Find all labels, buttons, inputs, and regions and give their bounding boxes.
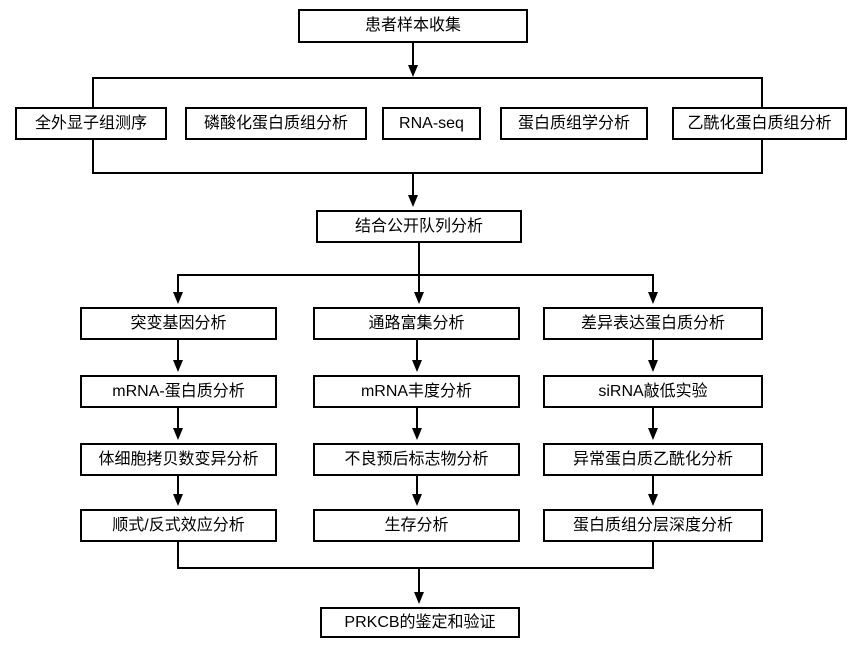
- node-aberrant-protein-acetylation-analysis: 异常蛋白质乙酰化分析: [543, 443, 763, 476]
- node-mrna-protein-analysis: mRNA-蛋白质分析: [80, 375, 277, 408]
- node-acetylproteomics: 乙酰化蛋白质组分析: [672, 107, 847, 140]
- node-differential-protein-analysis: 差异表达蛋白质分析: [543, 307, 763, 340]
- node-cis-trans-effect-analysis: 顺式/反式效应分析: [80, 509, 277, 542]
- node-pathway-enrichment-analysis: 通路富集分析: [313, 307, 520, 340]
- node-somatic-cnv-analysis: 体细胞拷贝数变异分析: [80, 443, 277, 476]
- arrow-sources-to-cohort: [408, 173, 418, 207]
- arrows-middle-column: [412, 340, 422, 506]
- node-sirna-knockdown-experiment: siRNA敲低实验: [543, 375, 763, 408]
- node-rna-seq: RNA-seq: [382, 107, 481, 140]
- node-patient-sample-collection: 患者样本收集: [298, 9, 528, 43]
- node-public-cohort-analysis: 结合公开队列分析: [316, 210, 522, 243]
- node-poor-prognosis-marker-analysis: 不良预后标志物分析: [313, 443, 520, 476]
- node-whole-exome-sequencing: 全外显子组测序: [15, 107, 167, 140]
- connector-three-branch: [173, 243, 658, 304]
- node-mrna-abundance-analysis: mRNA丰度分析: [313, 375, 520, 408]
- arrows-right-column: [648, 340, 658, 506]
- arrows-left-column: [173, 340, 183, 506]
- node-prkcb-identification-validation: PRKCB的鉴定和验证: [320, 607, 520, 638]
- connector-source-distribution: [92, 77, 763, 107]
- node-mutated-gene-analysis: 突变基因分析: [80, 307, 277, 340]
- node-proteomics-analysis: 蛋白质组学分析: [500, 107, 648, 140]
- node-survival-analysis: 生存分析: [313, 509, 520, 542]
- connector-final-merge: [177, 542, 654, 604]
- arrow-patient-to-sources: [408, 43, 418, 77]
- connector-source-collector: [92, 140, 763, 174]
- node-proteome-stratification-depth-analysis: 蛋白质组分层深度分析: [543, 509, 763, 542]
- node-phosphoproteomics: 磷酸化蛋白质组分析: [185, 107, 367, 140]
